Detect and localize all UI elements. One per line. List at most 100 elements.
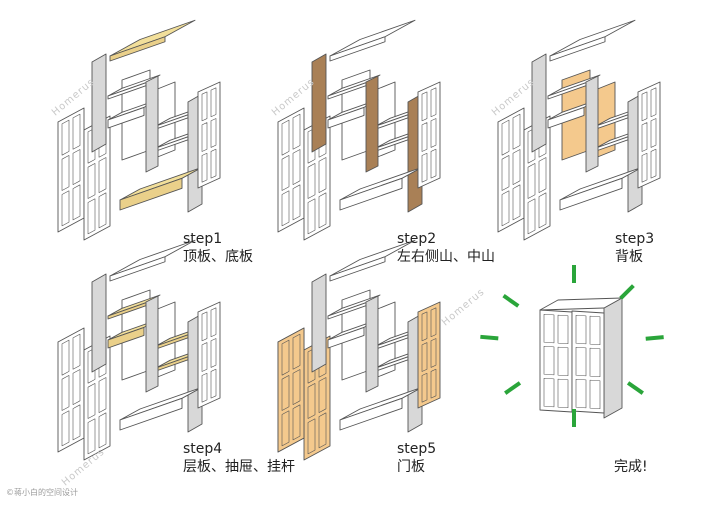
door-left-a xyxy=(57,107,85,233)
bottom-board-front xyxy=(339,397,403,431)
final-label: 完成! xyxy=(614,459,648,475)
door-left-a xyxy=(277,327,305,453)
top-board xyxy=(329,19,416,62)
top-board xyxy=(329,239,416,282)
door-left-a-pane xyxy=(281,155,290,191)
top-board xyxy=(549,19,636,62)
door-left-a-pane xyxy=(281,339,290,376)
door-right-pane xyxy=(430,87,437,118)
wardrobe-door-left-pane xyxy=(557,346,569,377)
middle-panel xyxy=(145,75,159,173)
door-left-b-pane xyxy=(307,163,316,199)
door-left-b-pane xyxy=(527,198,536,235)
bottom-board xyxy=(339,386,423,431)
step4-illustration xyxy=(57,239,221,461)
door-right-pane xyxy=(430,368,437,399)
door-right-pane xyxy=(430,118,437,148)
left-side-panel xyxy=(531,53,547,153)
door-right-pane xyxy=(210,338,217,368)
door-right-pane xyxy=(421,122,428,152)
shelf-upper xyxy=(327,74,381,100)
door-left-b-pane xyxy=(307,198,316,235)
step2-illustration xyxy=(277,19,441,241)
wardrobe-door-right-pane xyxy=(589,379,601,410)
door-left-a xyxy=(277,107,305,233)
left-side-panel xyxy=(91,273,107,373)
door-right-pane xyxy=(430,338,437,368)
drawer-front xyxy=(107,326,145,349)
door-left-b-pane xyxy=(318,157,327,193)
step1-illustration xyxy=(57,19,221,241)
step3-description: 背板 xyxy=(615,249,643,265)
door-left-a-pane xyxy=(512,113,521,150)
door-left-a-pane xyxy=(292,369,301,405)
burst-ray xyxy=(619,284,635,300)
door-right-pane xyxy=(201,372,208,403)
door-left-a-pane xyxy=(292,333,301,370)
door-left-b-pane xyxy=(98,157,107,193)
door-right-board xyxy=(197,301,221,409)
wardrobe-door-left-board xyxy=(539,309,573,413)
door-left-b-pane xyxy=(307,418,316,455)
left-side-panel xyxy=(91,53,107,153)
step4-description: 层板、抽屉、挂杆 xyxy=(183,459,295,475)
door-left-a xyxy=(497,107,525,233)
door-right-pane xyxy=(430,307,437,338)
door-right xyxy=(417,301,441,409)
door-left-a-pane xyxy=(61,190,70,227)
middle-panel xyxy=(585,75,599,173)
left-side-panel xyxy=(311,273,327,373)
drawer xyxy=(547,99,599,129)
wardrobe-door-left-pane xyxy=(543,313,555,344)
door-left-b-board xyxy=(83,115,111,241)
door-right-pane xyxy=(421,342,428,372)
door-right xyxy=(197,301,221,409)
door-right-pane xyxy=(210,87,217,118)
door-left-a-pane xyxy=(72,184,81,221)
door-left-a-pane xyxy=(61,339,70,376)
bottom-board-front xyxy=(559,177,623,211)
door-right-pane xyxy=(210,368,217,399)
left-side-panel xyxy=(311,53,327,153)
wardrobe-door-left-pane xyxy=(543,377,555,408)
door-left-b-pane xyxy=(527,163,536,199)
top-board-front xyxy=(549,36,606,62)
drawer-front xyxy=(327,326,365,349)
door-left-a-pane xyxy=(72,333,81,370)
door-left-a-pane xyxy=(281,375,290,411)
door-left-a-pane xyxy=(61,119,70,156)
wardrobe-door-right-pane xyxy=(589,315,601,346)
burst-ray xyxy=(480,334,499,341)
shelf-upper xyxy=(107,74,161,100)
wardrobe-door-left-pane xyxy=(543,345,555,376)
door-left-b-pane xyxy=(87,198,96,235)
step3-illustration xyxy=(497,19,661,241)
step5-label: step5 xyxy=(397,441,437,457)
door-right-pane xyxy=(201,342,208,372)
door-right-board xyxy=(637,81,661,189)
door-left-a-pane xyxy=(72,113,81,150)
door-left-b-board xyxy=(523,115,551,241)
top-board xyxy=(109,19,196,62)
door-left-a-pane xyxy=(501,190,510,227)
step1-caption: step1 顶板、底板 xyxy=(183,230,253,266)
bottom-board-front xyxy=(119,397,183,431)
top-board-front xyxy=(329,256,386,282)
door-right-pane xyxy=(201,311,208,342)
step3-label: step3 xyxy=(615,231,655,247)
drawer-front xyxy=(107,106,145,129)
door-left-a-board xyxy=(57,107,85,233)
final-wardrobe-illustration xyxy=(480,265,664,427)
door-right xyxy=(197,81,221,189)
top-board-front xyxy=(329,36,386,62)
door-left-a-pane xyxy=(72,149,81,185)
door-left-a-pane xyxy=(292,184,301,221)
step4-caption: step4 层板、抽屉、挂杆 xyxy=(183,440,295,476)
wardrobe-door-right-pane xyxy=(575,346,587,377)
step5-caption: step5 门板 xyxy=(397,440,436,476)
top-board-front xyxy=(109,36,166,62)
door-right-pane xyxy=(210,118,217,148)
wardrobe-door-right-pane xyxy=(589,347,601,378)
top-board-top xyxy=(329,19,416,57)
wardrobe-door-right-pane xyxy=(575,378,587,409)
